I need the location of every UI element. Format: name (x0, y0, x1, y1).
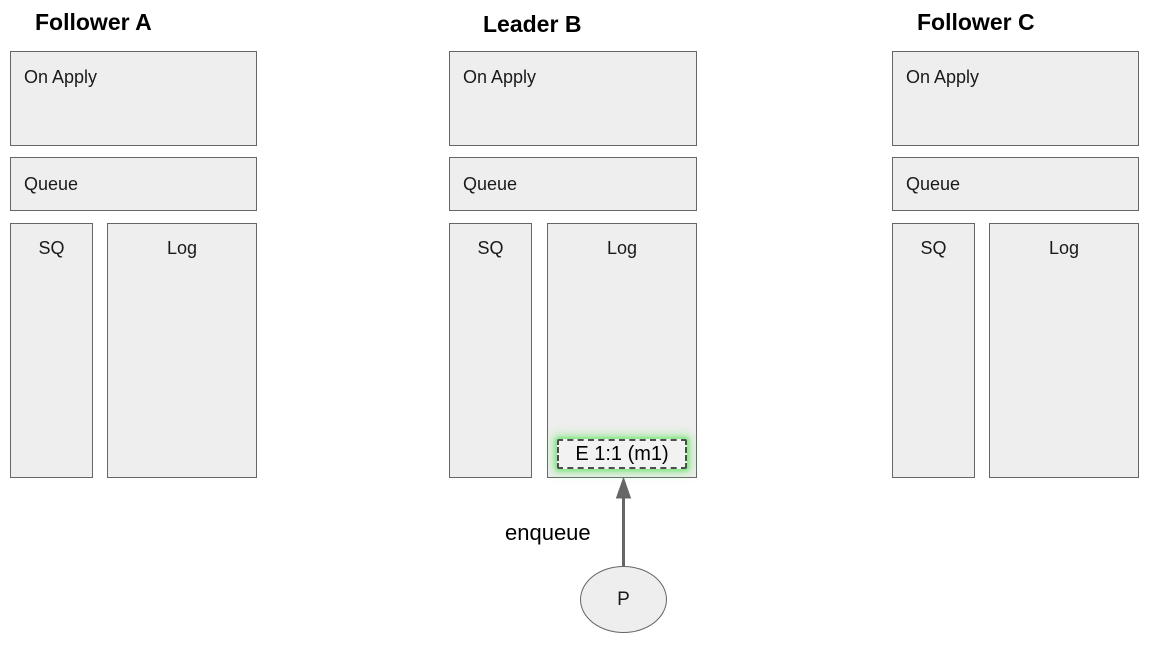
on-apply-box: On Apply (10, 51, 257, 146)
arrow-up-icon (615, 477, 632, 567)
on-apply-label: On Apply (24, 67, 98, 87)
queue-box: Queue (10, 157, 257, 211)
log-box: Log (107, 223, 257, 478)
sq-label: SQ (38, 238, 65, 258)
node-follower-a: Follower A On Apply Queue SQ Log (10, 0, 257, 480)
node-title-leader-b: Leader B (483, 11, 582, 37)
on-apply-box: On Apply (892, 51, 1139, 146)
node-follower-c: Follower C On Apply Queue SQ Log (892, 0, 1139, 480)
log-entry-highlighted: E 1:1 (m1) (557, 439, 687, 469)
on-apply-label: On Apply (906, 67, 980, 87)
on-apply-label: On Apply (463, 67, 537, 87)
log-box: Log E 1:1 (m1) (547, 223, 697, 478)
sq-label: SQ (477, 238, 504, 258)
queue-label: Queue (463, 173, 518, 194)
sq-box: SQ (10, 223, 93, 478)
log-label: Log (606, 238, 638, 258)
queue-label: Queue (24, 173, 79, 194)
queue-box: Queue (449, 157, 697, 211)
queue-label: Queue (906, 173, 961, 194)
sq-box: SQ (449, 223, 532, 478)
log-box: Log (989, 223, 1139, 478)
queue-box: Queue (892, 157, 1139, 211)
enqueue-edge-label: enqueue (505, 520, 591, 545)
producer-node: P (580, 566, 667, 633)
sq-box: SQ (892, 223, 975, 478)
node-leader-b: Leader B On Apply Queue SQ Log E 1:1 (m1… (449, 0, 697, 480)
node-title-follower-c: Follower C (917, 9, 1035, 35)
producer-label: P (617, 588, 630, 610)
sq-label: SQ (920, 238, 947, 258)
on-apply-box: On Apply (449, 51, 697, 146)
log-entry-label: E 1:1 (m1) (575, 442, 669, 465)
log-label: Log (1048, 238, 1080, 258)
node-title-follower-a: Follower A (35, 9, 152, 35)
log-label: Log (166, 238, 198, 258)
